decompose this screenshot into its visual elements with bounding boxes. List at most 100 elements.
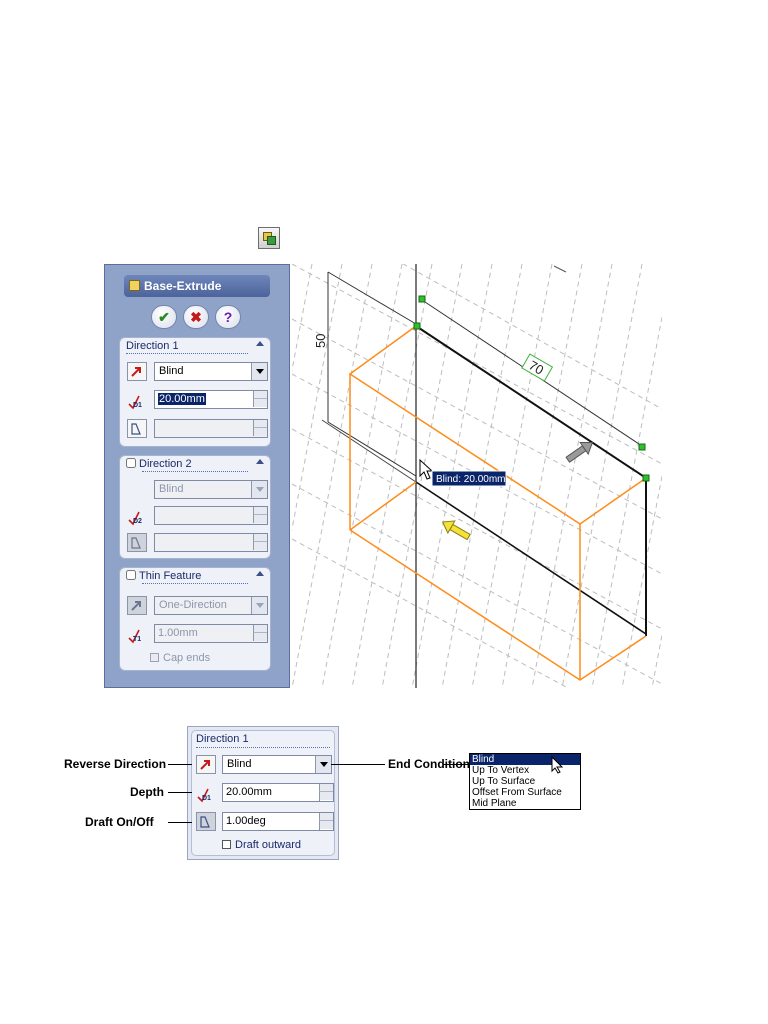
direction1-callout-group: Direction 1 Blind D1 20.00mm 1.00deg Dra… (191, 730, 335, 856)
leader-line (443, 764, 469, 765)
header-divider (126, 353, 248, 354)
spin-up-button[interactable] (253, 625, 267, 633)
depth-icon: D1 (125, 390, 151, 410)
spin-up-button[interactable] (253, 534, 267, 542)
dropdown-arrow-icon[interactable] (251, 363, 267, 380)
direction2-group: Direction 2 Blind D2 (119, 455, 271, 559)
spin-up-button[interactable] (319, 813, 333, 821)
sketch-point[interactable] (638, 443, 646, 451)
end-condition-option[interactable]: Offset From Surface (472, 787, 562, 798)
collapse-caret-icon[interactable] (256, 459, 264, 464)
dim-50-extension (327, 271, 417, 325)
header-divider (142, 583, 248, 584)
end-condition-option[interactable]: Mid Plane (472, 798, 517, 809)
extrude-preview-drawing[interactable]: 50 70 (292, 264, 662, 688)
spin-down-button[interactable] (319, 821, 333, 829)
draft-icon (131, 537, 141, 549)
dim-length-label: 70 (526, 357, 546, 377)
thin-feature-group: Thin Feature One-Direction T1 1.00mm Cap… (119, 567, 271, 671)
thin-reverse-button[interactable] (127, 596, 147, 615)
spin-down-button[interactable] (253, 399, 267, 407)
draft2-toggle-button[interactable] (127, 533, 147, 552)
end-condition-dropdown-list[interactable]: Blind Up To Vertex Up To Surface Offset … (469, 753, 581, 810)
spin-down-button[interactable] (319, 792, 333, 800)
spin-up-button[interactable] (253, 507, 267, 515)
spin-down-button[interactable] (253, 542, 267, 550)
callout-draft-toggle-button[interactable] (196, 812, 216, 831)
draft-angle-input[interactable] (154, 419, 268, 438)
svg-text:D2: D2 (133, 518, 142, 525)
end-condition-option[interactable]: Up To Surface (472, 776, 536, 787)
cancel-button[interactable]: ✖ (183, 305, 209, 329)
spin-up-button[interactable] (253, 391, 267, 399)
sketch-point[interactable] (413, 322, 421, 330)
depth-input[interactable]: 20.00mm (154, 390, 268, 409)
spin-up-button[interactable] (319, 784, 333, 792)
callout-draft-spinner[interactable] (319, 812, 334, 831)
direction2-end-condition-select[interactable]: Blind (154, 480, 268, 499)
header-divider (142, 471, 248, 472)
direction1-header[interactable]: Direction 1 (126, 340, 179, 352)
feature-icon (129, 280, 140, 291)
mouse-cursor-icon (551, 756, 564, 774)
extrude-preview-box (348, 325, 647, 681)
dropdown-arrow-icon[interactable] (251, 481, 267, 498)
spin-down-button[interactable] (253, 633, 267, 641)
extruded-boss-toolbar-icon[interactable] (258, 227, 280, 249)
thin-type-select[interactable]: One-Direction (154, 596, 268, 615)
property-manager-title: Base-Extrude (124, 275, 270, 297)
callout-depth-spinner[interactable] (319, 783, 334, 802)
thin-feature-header[interactable]: Thin Feature (126, 570, 201, 582)
property-manager-panel: Base-Extrude ✔ ✖ ? Direction 1 Blind D1 … (104, 264, 290, 688)
depth-label: Depth (130, 785, 164, 799)
cap-ends-checkbox[interactable]: Cap ends (150, 652, 210, 664)
dim-50-extension (327, 421, 417, 477)
reverse-direction-label: Reverse Direction (64, 757, 167, 771)
draft-icon (200, 816, 210, 828)
direction2-checkbox[interactable] (126, 458, 136, 468)
direction2-header[interactable]: Direction 2 (126, 458, 192, 470)
callout-end-condition-select[interactable]: Blind (222, 755, 332, 774)
sketch-point[interactable] (418, 295, 426, 303)
reverse-arrow-icon (131, 601, 141, 611)
collapse-caret-icon[interactable] (256, 571, 264, 576)
reverse-direction-button[interactable] (127, 362, 147, 381)
help-button[interactable]: ? (215, 305, 241, 329)
end-condition-option[interactable]: Up To Vertex (472, 765, 530, 776)
checkbox-box[interactable] (150, 653, 159, 662)
draft-toggle-button[interactable] (127, 419, 147, 438)
spin-down-button[interactable] (253, 515, 267, 523)
mouse-cursor-icon (419, 458, 434, 480)
direction-arrow-icon[interactable] (439, 516, 472, 543)
collapse-caret-icon[interactable] (256, 341, 264, 346)
draft-label: Draft On/Off (85, 815, 154, 829)
header-divider (196, 747, 330, 748)
graphics-viewport[interactable]: 50 70 (292, 264, 662, 688)
spin-down-button[interactable] (253, 428, 267, 436)
thickness-input[interactable]: 1.00mm (154, 624, 268, 643)
ok-button[interactable]: ✔ (151, 305, 177, 329)
dropdown-arrow-icon[interactable] (315, 756, 331, 773)
callout-draft-angle-input[interactable]: 1.00deg (222, 812, 320, 831)
thin-feature-checkbox[interactable] (126, 570, 136, 580)
dim-length-box[interactable]: 70 (521, 353, 554, 382)
draft-outward-checkbox[interactable]: Draft outward (222, 839, 301, 851)
spin-up-button[interactable] (253, 420, 267, 428)
dim-height-label[interactable]: 50 (313, 334, 328, 348)
leader-line (168, 792, 192, 793)
dropdown-arrow-icon[interactable] (251, 597, 267, 614)
depth2-input[interactable] (154, 506, 268, 525)
end-condition-option[interactable]: Blind (470, 754, 580, 765)
sketch-point[interactable] (642, 474, 650, 482)
callout-reverse-direction-button[interactable] (196, 755, 216, 774)
drag-handle-arrow-icon[interactable] (564, 437, 597, 466)
draft2-angle-input[interactable] (154, 533, 268, 552)
reverse-arrow-icon (200, 760, 210, 770)
svg-text:D1: D1 (133, 402, 142, 409)
checkbox-box[interactable] (222, 840, 231, 849)
svg-text:D1: D1 (202, 795, 211, 802)
callout-depth-input[interactable]: 20.00mm (222, 783, 320, 802)
thickness-icon: T1 (125, 624, 151, 644)
depth-tooltip: Blind: 20.00mm (431, 470, 507, 487)
end-condition-select[interactable]: Blind (154, 362, 268, 381)
